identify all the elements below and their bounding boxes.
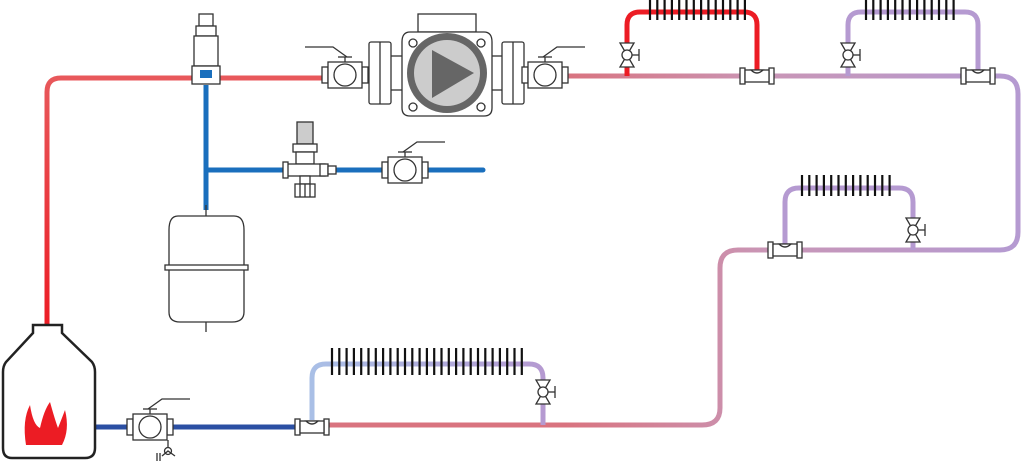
safety-valve-icon bbox=[282, 121, 337, 198]
radiator-icon bbox=[330, 348, 523, 375]
radiator-icon bbox=[648, 0, 747, 20]
valve-icon[interactable] bbox=[904, 217, 926, 243]
valve-icon[interactable] bbox=[839, 42, 861, 68]
supply-main bbox=[320, 73, 1021, 428]
tee-icon bbox=[739, 67, 775, 85]
tee-icon bbox=[294, 418, 330, 436]
valve-icon[interactable] bbox=[534, 379, 556, 405]
ball-valve-icon[interactable] bbox=[381, 141, 445, 184]
pump-play-icon[interactable] bbox=[368, 13, 525, 117]
supply-riser bbox=[44, 75, 330, 330]
radiator-loop-3 bbox=[782, 185, 916, 250]
air-vent-icon bbox=[191, 13, 221, 85]
tee-icon bbox=[960, 67, 996, 85]
ball-valve-icon[interactable] bbox=[521, 46, 585, 89]
ball-valve-icon[interactable] bbox=[126, 398, 190, 461]
radiator-icon bbox=[800, 175, 891, 196]
valves bbox=[126, 42, 996, 461]
radiator-loop-1 bbox=[624, 9, 760, 76]
ball-valve-icon[interactable] bbox=[305, 46, 369, 89]
radiator-fins bbox=[330, 0, 955, 375]
tee-icon bbox=[767, 241, 803, 259]
tank-icon bbox=[164, 205, 249, 332]
radiator-loop-2 bbox=[845, 9, 981, 76]
boiler-flame-icon bbox=[1, 323, 97, 460]
radiator-icon bbox=[864, 0, 955, 20]
valve-icon[interactable] bbox=[618, 42, 640, 68]
